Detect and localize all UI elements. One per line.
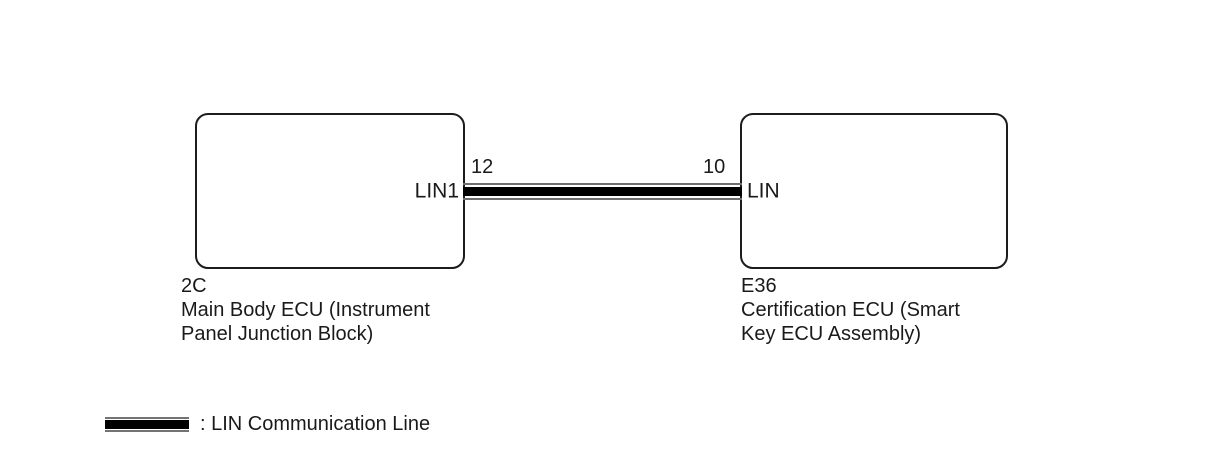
wire-core-icon (463, 187, 742, 196)
caption-code-e36: E36 (741, 275, 777, 297)
wire-edge-bottom-icon (463, 198, 742, 200)
caption-main-body-line-1: Main Body ECU (Instrument (181, 299, 430, 321)
ecu-box-certification: LIN (740, 113, 1008, 269)
legend-wire-edge-top-icon (105, 416, 189, 419)
wire-edge-top-icon (463, 183, 742, 185)
legend-wire-edge-bottom-icon (105, 429, 189, 432)
ecu-box-main-body: LIN1 (195, 113, 465, 269)
caption-main-body-ecu: 2C Main Body ECU (Instrument Panel Junct… (181, 274, 430, 346)
pin-number-12: 12 (471, 156, 494, 178)
caption-main-body-line-2: Panel Junction Block) (181, 323, 374, 345)
legend-wire-core-icon (105, 419, 189, 429)
legend: : LIN Communication Line (105, 414, 430, 434)
pin-label-lin1: LIN1 (414, 179, 459, 203)
pin-number-10: 10 (703, 156, 726, 178)
legend-label: : LIN Communication Line (200, 413, 431, 435)
pin-label-lin: LIN (747, 179, 780, 203)
lin-communication-line (463, 183, 742, 200)
caption-certification-ecu: E36 Certification ECU (Smart Key ECU Ass… (741, 274, 960, 346)
caption-code-2c: 2C (181, 275, 207, 297)
caption-certification-line-2: Key ECU Assembly) (741, 323, 922, 345)
caption-certification-line-1: Certification ECU (Smart (741, 299, 960, 321)
lin-communication-line-swatch-icon (105, 416, 189, 432)
